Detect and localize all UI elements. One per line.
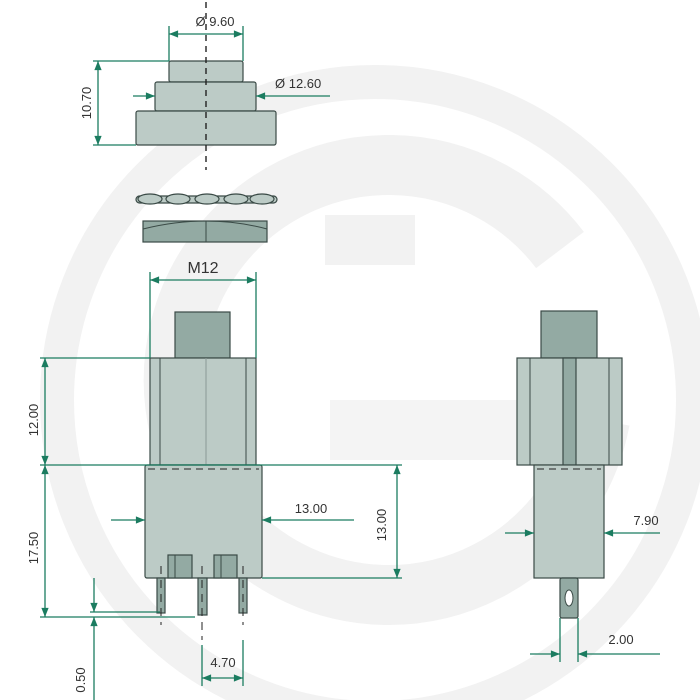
dim-label-cap-top-diameter: Ø 9.60 xyxy=(195,14,234,29)
lock-washer xyxy=(135,193,278,205)
dimension-lines xyxy=(40,26,660,700)
dim-label-side-body-width: 7.90 xyxy=(633,513,658,528)
dim-label-terminal-pitch: 4.70 xyxy=(210,655,235,670)
dim-label-upper-body-height: 12.00 xyxy=(26,404,41,437)
dim-label-cap-diameter: Ø 12.60 xyxy=(275,76,321,91)
dim-label-body-width: 13.00 xyxy=(295,501,328,516)
switch-front-view xyxy=(144,311,263,640)
dim-label-thread: M12 xyxy=(187,260,218,277)
hex-nut xyxy=(142,220,268,243)
dim-label-lower-body-height: 17.50 xyxy=(26,532,41,565)
dim-label-terminal-width: 2.00 xyxy=(608,632,633,647)
switch-side-view xyxy=(516,310,623,619)
dim-label-body-height: 13.00 xyxy=(374,509,389,542)
dim-label-terminal-offset: 0.50 xyxy=(73,667,88,692)
dim-label-cap-height: 10.70 xyxy=(79,87,94,120)
